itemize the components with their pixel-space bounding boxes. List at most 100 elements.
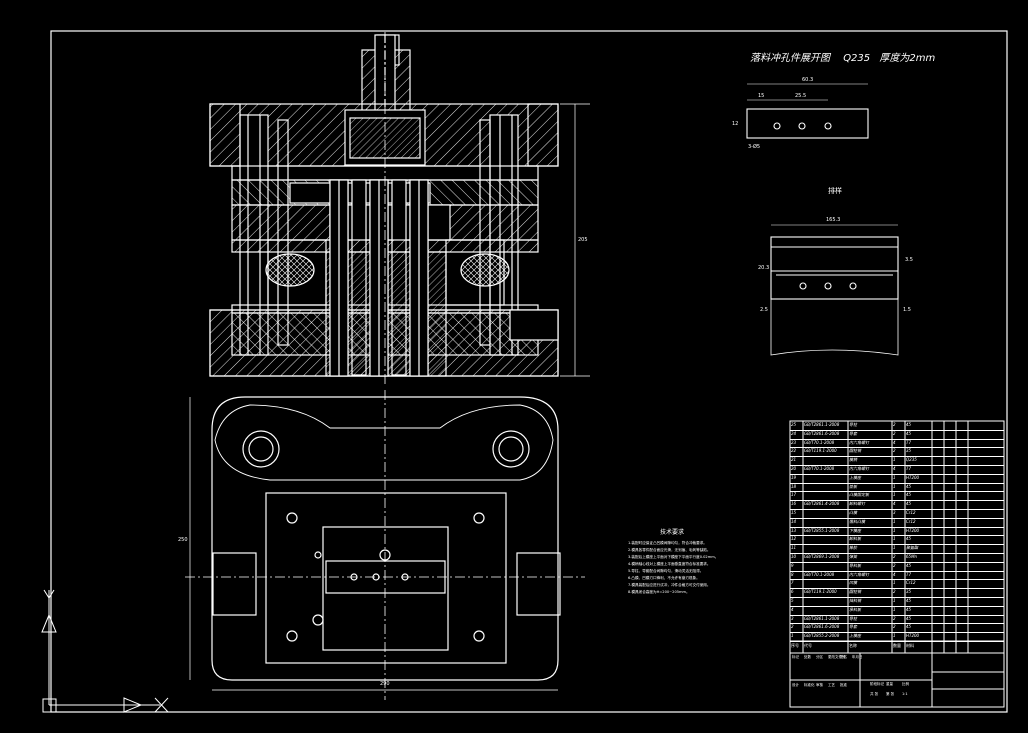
bom-cell: 1 <box>893 527 896 533</box>
bom-cell: 1 <box>791 633 794 639</box>
bom-cell: HT200 <box>906 527 920 533</box>
bom-cell: 1 <box>893 545 896 551</box>
bom-cell: 45 <box>906 501 912 507</box>
notes-lines: 1.装配时应保证凸凹模间隙均匀，符合冲裁要求。2.模具各零件配合面应光滑，无划痕… <box>628 541 738 598</box>
bom-row-divider <box>790 632 1004 634</box>
bom-cell: GB/T70.1-2008 <box>804 466 835 471</box>
bom-cell: 23 <box>791 439 797 445</box>
bom-row-divider <box>790 614 1004 616</box>
bom-cell: 1 <box>893 492 896 498</box>
bom-cell: 1 <box>893 598 896 603</box>
note-line: 7.模具装配后应进行试冲，冲件合格方可交付使用。 <box>628 583 711 587</box>
bom-cell: 1 <box>893 518 896 524</box>
bom-cell: 内六角螺钉 <box>849 439 869 445</box>
bom-cell: 4 <box>791 606 794 612</box>
bom-cell: 1 <box>893 457 896 463</box>
title-block-right-label: 比例 <box>902 682 909 686</box>
blank-dim-height: 12 <box>732 121 739 127</box>
bom-cell: 19 <box>791 474 797 480</box>
bom-cell: GB/T2861.1-2008 <box>804 615 840 621</box>
bom-cell: GB/T2855.2-2008 <box>804 633 840 639</box>
bom-cell: 圆柱销 <box>849 589 861 595</box>
bom-cell: 25 <box>791 422 797 427</box>
blank-material: Q235 <box>843 53 871 64</box>
bom-cell: T7 <box>906 466 911 471</box>
technical-requirements: 技术要求 1.装配时应保证凸凹模间隙均匀，符合冲裁要求。2.模具各零件配合面应光… <box>628 530 738 598</box>
front-section-view <box>209 32 590 385</box>
bom-cell: 2 <box>893 615 896 621</box>
bom-cell: 24 <box>791 430 797 436</box>
bom-row-divider <box>790 473 1004 475</box>
bom-cell: 垫板 <box>849 483 857 489</box>
bom-cell: T7 <box>906 571 911 577</box>
bom-cell: 橡胶 <box>849 545 857 551</box>
bom-row-divider <box>790 605 1004 607</box>
bom-cell: 2 <box>893 422 896 427</box>
bom-cell: GB/T2861.6-2008 <box>804 430 840 436</box>
blank-title-text: 落料冲孔件展开图 <box>750 53 830 64</box>
bom-row-divider <box>790 597 1004 598</box>
bom-header-cell: 材料 <box>906 643 914 648</box>
note-line: 5.导柱、导套配合间隙均匀，滑动灵活无阻滞。 <box>628 569 704 573</box>
blank-part-view <box>746 83 869 139</box>
bom-cell: GB/T2869.1-2008 <box>804 554 840 559</box>
bom-cell: 3 <box>893 510 896 515</box>
bom-cell: 13 <box>791 527 797 533</box>
bom-header-cell: 序号 <box>791 643 799 648</box>
title-block-right-label: 共 张 <box>870 692 879 696</box>
title-block-label: 更改文件号 <box>828 655 846 659</box>
bom-cell: 22 <box>791 448 797 454</box>
layout-dim-margin: 2.5 <box>760 307 768 313</box>
bom-row-divider <box>790 491 1004 493</box>
bom-cell: 45 <box>906 606 912 612</box>
title-block-label: 签名 <box>840 655 847 659</box>
bom-cell: 45 <box>906 624 912 630</box>
bom-cell: 挡料销 <box>849 598 861 603</box>
bom-cell: 45 <box>906 615 912 621</box>
bom-cell: 17 <box>791 492 797 498</box>
blank-dim-pitch: 25.5 <box>795 93 807 99</box>
bom-cell: HT200 <box>906 633 920 639</box>
title-block-right-label: 第 张 <box>886 692 895 696</box>
bom-row-divider <box>790 526 1004 528</box>
bom-row-divider <box>790 500 1004 502</box>
notes-heading: 技术要求 <box>660 529 685 536</box>
bom-cell: 6 <box>791 589 794 595</box>
bom-row-divider <box>790 561 1004 563</box>
bom-cell: 圆柱销 <box>849 448 861 454</box>
bom-cell: 45 <box>906 598 912 603</box>
title-block <box>789 652 1005 708</box>
layout-dim-pitch: 20.3 <box>758 265 770 271</box>
bom-cell: 聚氨酯 <box>906 545 918 551</box>
bom-cell: 上模座 <box>849 633 861 639</box>
note-line: 1.装配时应保证凸凹模间隙均匀，符合冲裁要求。 <box>628 541 707 545</box>
bom-cell: GB/T70.1-2008 <box>804 571 835 577</box>
bom-row-divider <box>790 579 1004 581</box>
bom-cell: 模柄 <box>849 457 857 463</box>
bom-cell: GB/T2861.4-2008 <box>804 501 840 507</box>
bom-row-divider <box>790 447 1004 449</box>
title-block-right-label: 1:1 <box>902 692 908 696</box>
bom-cell: 导柱 <box>849 615 857 621</box>
bom-cell: 4 <box>893 501 896 507</box>
bom-cell: 45 <box>906 422 912 427</box>
bom-cell: 2 <box>893 448 896 454</box>
bom-cell: 2 <box>791 624 794 630</box>
bom-cell: 45 <box>906 536 912 542</box>
bom-cell: 12 <box>791 536 797 542</box>
bom-cell: 20 <box>791 466 797 471</box>
bom-cell: 8 <box>791 571 794 577</box>
bom-cell: 2 <box>893 589 896 595</box>
bom-cell: 14 <box>791 518 797 524</box>
blank-dim-offset: 15 <box>758 93 765 99</box>
bom-row-divider <box>790 438 1004 440</box>
bom-cell: 凹模 <box>849 580 857 586</box>
title-block-label: 年月日 <box>852 655 863 659</box>
bom-row-divider <box>790 641 1004 642</box>
bom-cell: 45 <box>906 483 912 489</box>
title-block-right-label: 阶段标记 <box>870 682 884 686</box>
ucs-axis-icon <box>41 589 169 713</box>
bom-cell: 10 <box>791 554 797 559</box>
blank-title: 落料冲孔件展开图 Q235 厚度为2mm <box>750 54 935 64</box>
